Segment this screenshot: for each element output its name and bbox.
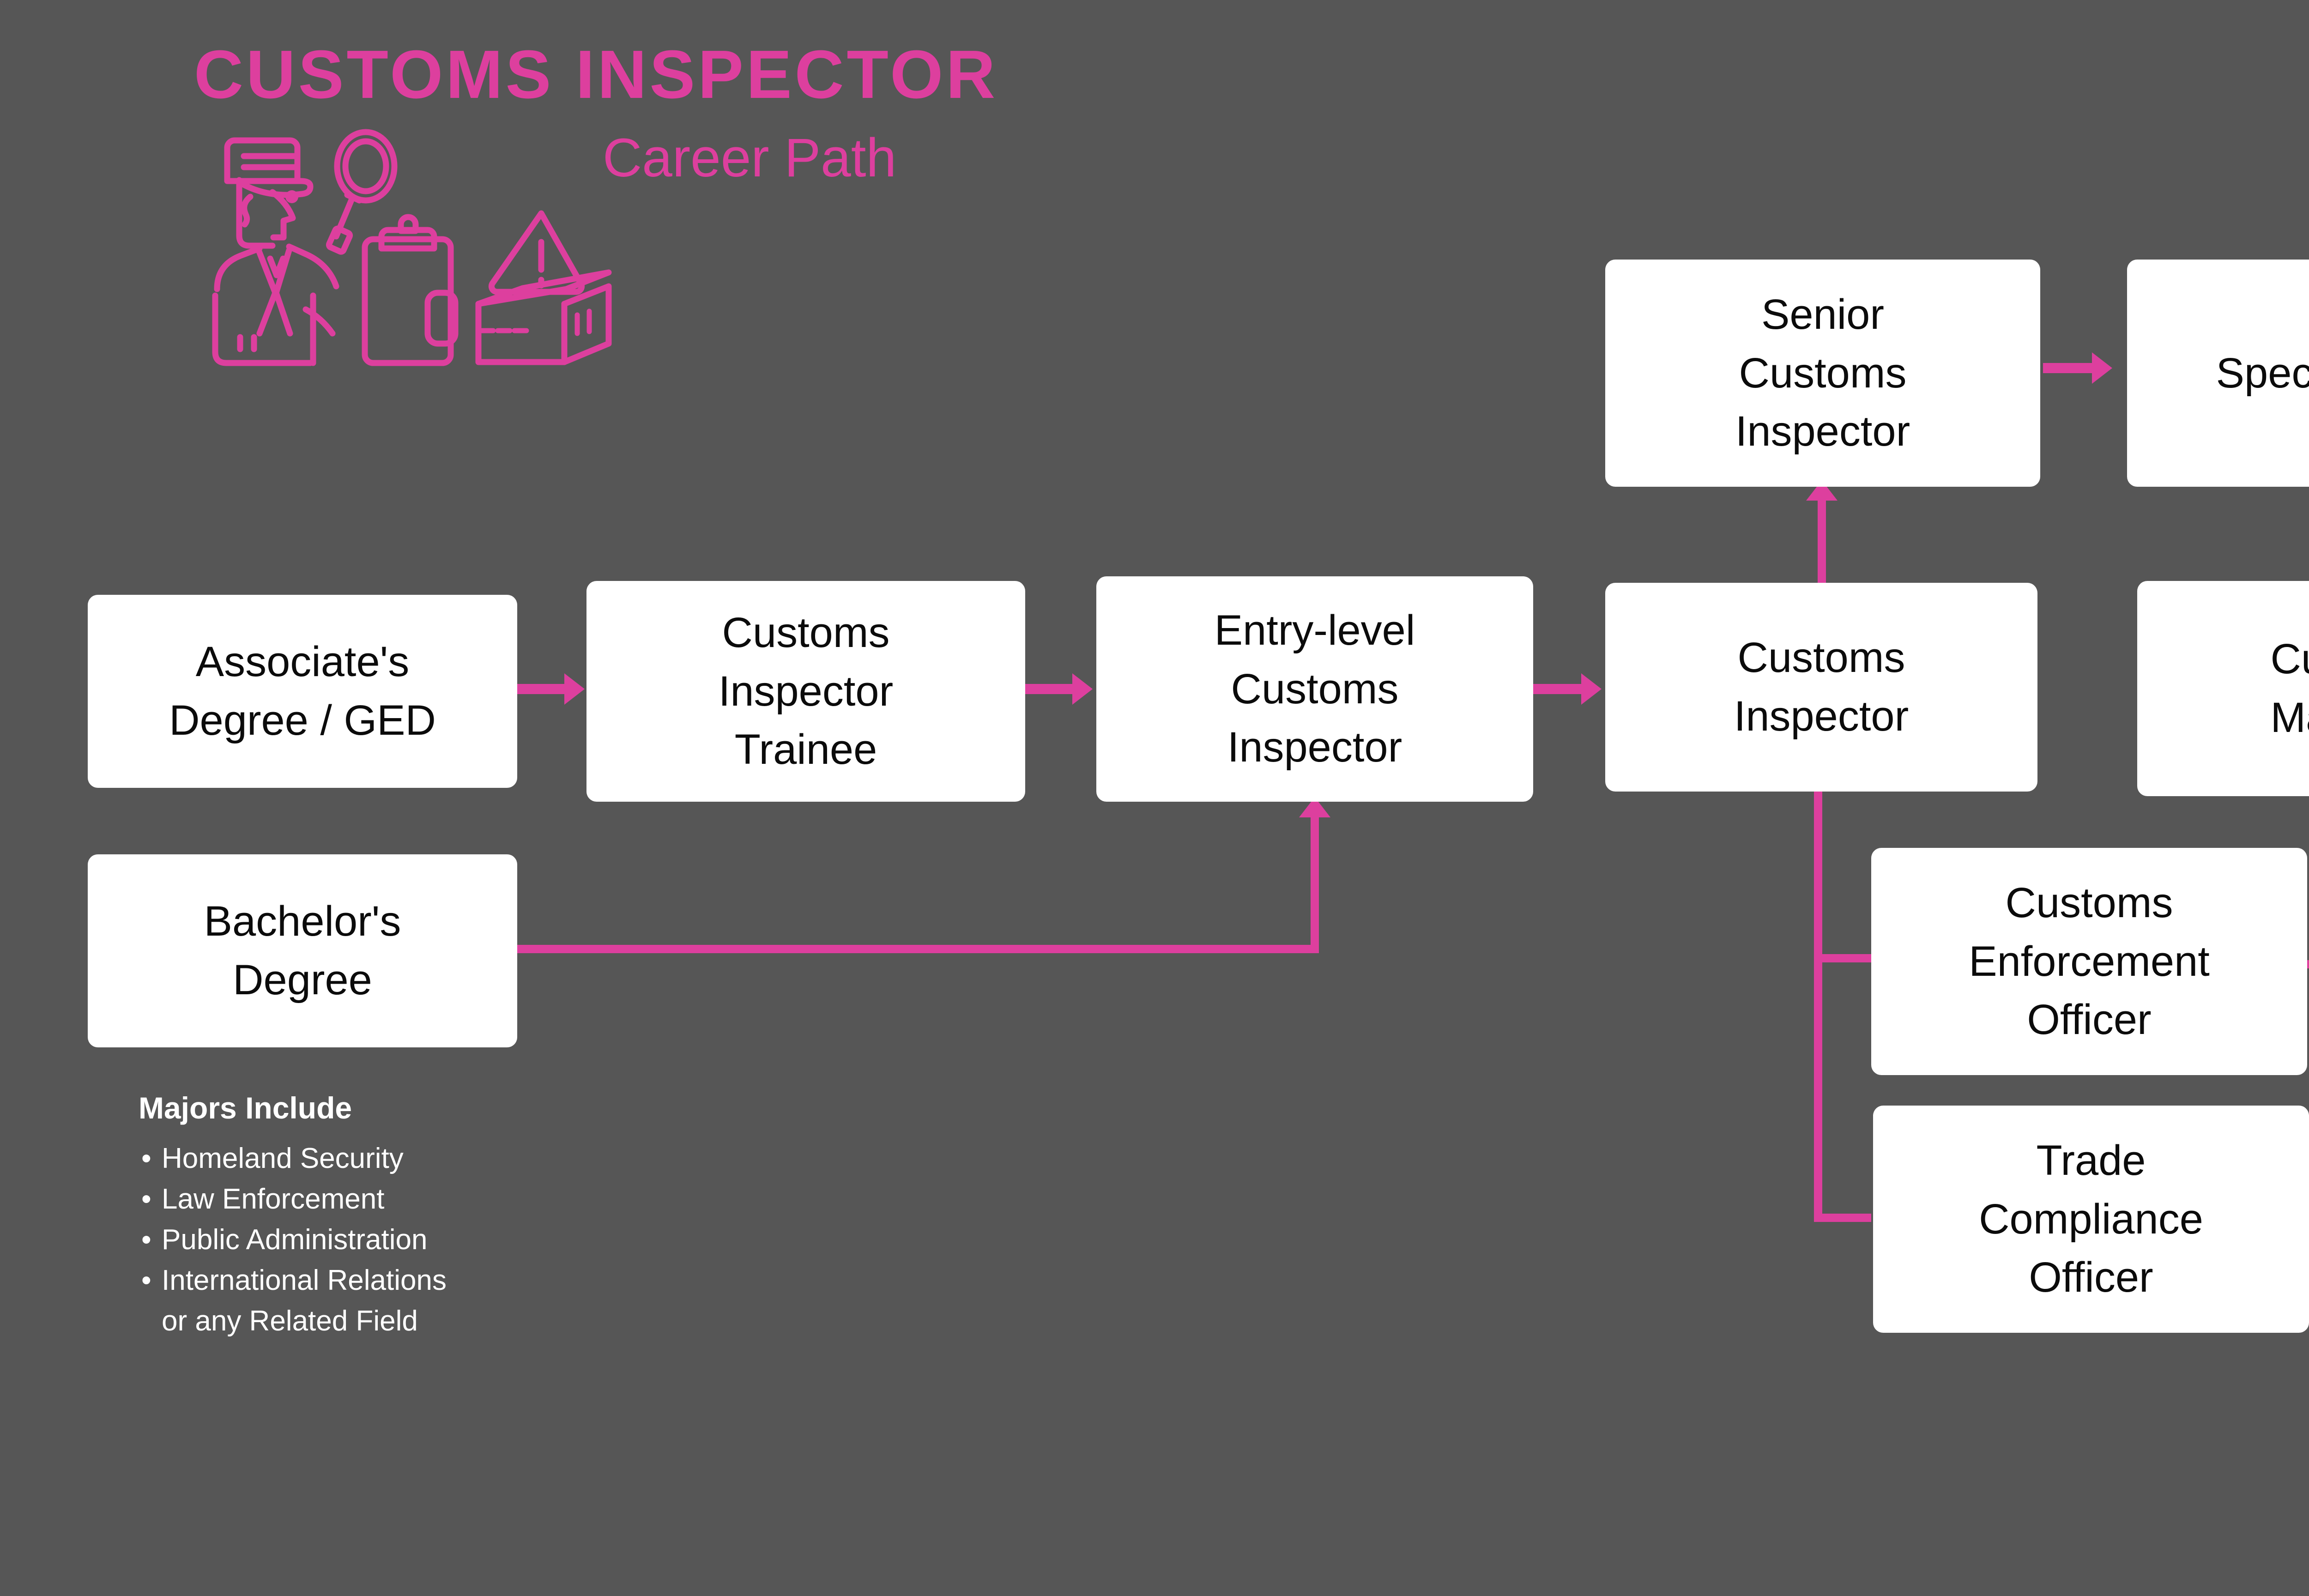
- customs-inspector-illustration-icon: [212, 129, 612, 366]
- node-entry-level-customs-inspector[interactable]: Entry-level Customs Inspector: [1096, 576, 1533, 802]
- node-special-agent[interactable]: Special Agent: [2127, 260, 2309, 487]
- list-item: Homeland Security: [139, 1138, 656, 1179]
- list-item: or any Related Field: [162, 1305, 418, 1337]
- node-customs-manager[interactable]: Customs Manager: [2137, 581, 2309, 796]
- node-senior-customs-inspector[interactable]: Senior Customs Inspector: [1605, 260, 2040, 487]
- connector-entrylevel-to-inspector: [1532, 684, 1586, 694]
- node-label: Trade Compliance Officer: [1979, 1137, 2203, 1301]
- arrowhead-right: [2092, 352, 2112, 384]
- node-label: Customs Manager: [2270, 635, 2309, 741]
- node-associate-degree[interactable]: Associate's Degree / GED: [88, 595, 517, 788]
- node-customs-enforcement-officer[interactable]: Customs Enforcement Officer: [1871, 848, 2307, 1075]
- connector-senior-to-special-agent: [2043, 363, 2097, 373]
- majors-list: Homeland Security Law Enforcement Public…: [139, 1138, 656, 1342]
- node-label: Entry-level Customs Inspector: [1214, 606, 1415, 771]
- list-item: Public Administration: [139, 1220, 656, 1260]
- node-label: Customs Inspector: [1734, 634, 1909, 740]
- node-trade-compliance-officer[interactable]: Trade Compliance Officer: [1873, 1106, 2309, 1333]
- list-item: International Relations: [139, 1260, 656, 1301]
- node-label: Special Agent: [2216, 349, 2309, 397]
- node-customs-inspector[interactable]: Customs Inspector: [1605, 583, 2037, 792]
- page-subtitle: Career Path: [603, 127, 897, 188]
- connector-inspector-trunk: [1814, 785, 1822, 1222]
- connector-associate-to-trainee: [515, 684, 569, 694]
- node-bachelor-degree[interactable]: Bachelor's Degree: [88, 854, 517, 1047]
- majors-heading: Majors Include: [139, 1091, 352, 1125]
- majors-block: Majors Include Homeland Security Law Enf…: [139, 1090, 656, 1342]
- node-customs-inspector-trainee[interactable]: Customs Inspector Trainee: [586, 581, 1025, 802]
- node-label: Senior Customs Inspector: [1735, 290, 1910, 455]
- connector-branch-enforcement: [1814, 954, 1871, 962]
- list-item: Law Enforcement: [139, 1179, 656, 1220]
- arrowhead-right: [564, 673, 585, 705]
- connector-branch-trade-compliance: [1814, 1214, 1871, 1222]
- page-title: CUSTOMS INSPECTOR: [194, 36, 998, 113]
- node-label: Bachelor's Degree: [204, 898, 401, 1004]
- node-label: Associate's Degree / GED: [169, 638, 436, 744]
- connector-trainee-to-entrylevel: [1023, 684, 1077, 694]
- connector-bachelor-vertical: [1311, 817, 1319, 953]
- arrowhead-right: [1581, 673, 1602, 705]
- connector-inspector-to-senior: [1818, 501, 1826, 584]
- connector-bachelor-horizontal: [515, 945, 1319, 953]
- arrowhead-right: [1072, 673, 1093, 705]
- node-label: Customs Inspector Trainee: [718, 609, 894, 774]
- node-label: Customs Enforcement Officer: [1969, 879, 2210, 1044]
